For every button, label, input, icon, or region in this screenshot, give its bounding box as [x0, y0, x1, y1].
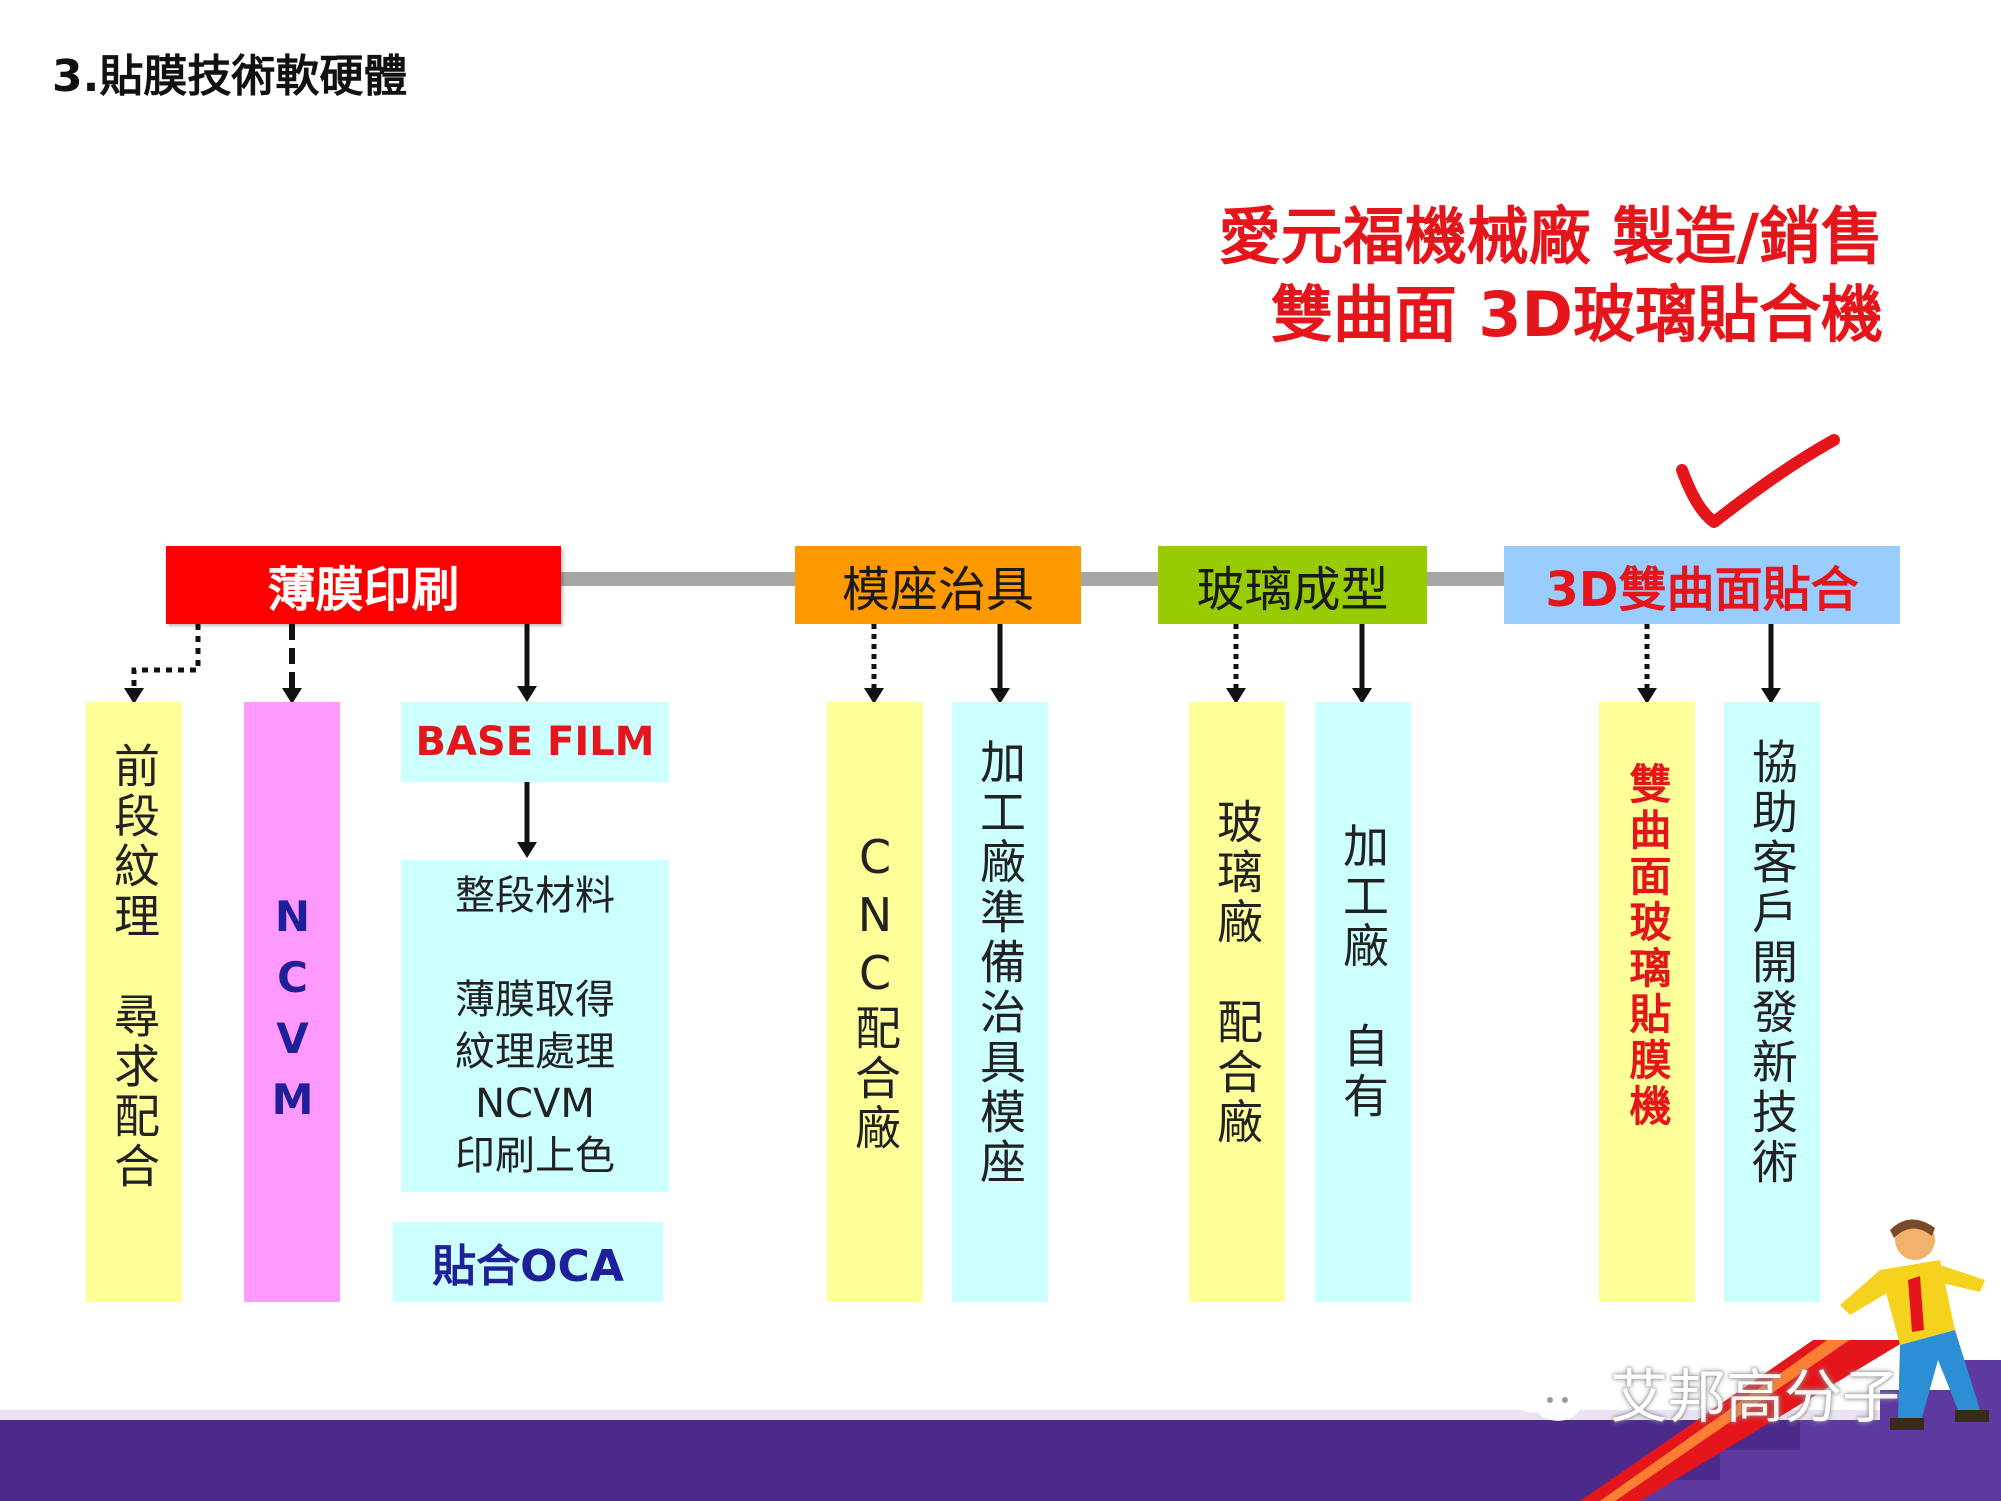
label-oca: 貼合OCA: [393, 1222, 663, 1302]
materials-line-1: 整段材料: [455, 873, 615, 919]
check-mark-icon: [1676, 434, 1840, 528]
column-fixture-shop: 加工廠準備治具模座: [952, 702, 1048, 1302]
header-glass-forming: 玻璃成型: [1158, 546, 1427, 624]
watermark-text: 艾邦高分子: [1610, 1363, 1901, 1431]
header-mold-fixture: 模座治具: [795, 546, 1081, 624]
materials-box: 整段材料 薄膜取得 紋理處理 NCVM 印刷上色: [401, 860, 669, 1192]
column-fixture-shop-text: 加工廠準備治具模座: [973, 738, 1027, 1188]
column-assist: 協助客戶開發新技術: [1724, 702, 1820, 1302]
column-texture-text: 前段紋理 尋求配合: [107, 742, 161, 1192]
column-assist-text: 協助客戶開發新技術: [1745, 738, 1799, 1188]
header-film-printing: 薄膜印刷: [166, 546, 561, 624]
bottom-decoration: [0, 1340, 2001, 1501]
wechat-icon: [1503, 1363, 1582, 1421]
column-texture: 前段紋理 尋求配合: [86, 702, 182, 1302]
column-cnc-text: CNC配合廠: [848, 830, 902, 1154]
materials-line-4: 紋理處理: [455, 1029, 615, 1075]
column-glass-factory-text: 玻璃廠 配合廠: [1210, 798, 1264, 1148]
column-ncvm-text: NCVM: [268, 892, 317, 1136]
materials-line-6: 印刷上色: [455, 1133, 615, 1179]
column-glass-factory: 玻璃廠 配合廠: [1189, 702, 1285, 1302]
column-cnc: CNC配合廠: [827, 702, 923, 1302]
headline-line-2: 雙曲面 3D玻璃貼合機: [1270, 278, 1883, 351]
label-base-film: BASE FILM: [401, 702, 669, 782]
column-own-shop-text: 加工廠 自有: [1336, 822, 1390, 1122]
column-laminator: 雙曲面玻璃貼膜機: [1599, 702, 1695, 1302]
arrow-texture: [131, 624, 201, 690]
materials-line-5: NCVM: [475, 1081, 595, 1127]
column-own-shop: 加工廠 自有: [1315, 702, 1411, 1302]
materials-line-3: 薄膜取得: [455, 977, 615, 1023]
column-ncvm: NCVM: [244, 702, 340, 1302]
climbing-figure-icon: [1840, 1219, 1989, 1430]
column-laminator-text: 雙曲面玻璃貼膜機: [1623, 762, 1672, 1130]
header-3d-lamination: 3D雙曲面貼合: [1504, 546, 1900, 624]
slide-title: 3.貼膜技術軟硬體: [52, 51, 408, 102]
headline-line-1: 愛元福機械廠 製造/銷售: [1218, 200, 1883, 273]
